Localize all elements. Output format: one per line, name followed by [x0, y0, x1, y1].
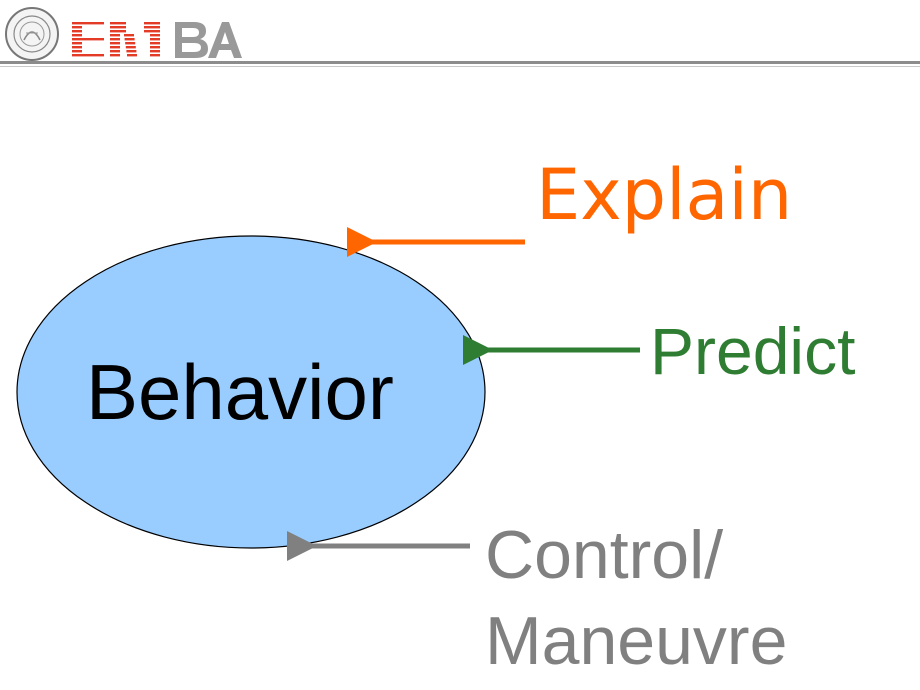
logo-m-stripe: [144, 30, 160, 33]
logo-m-stripe: [110, 30, 126, 33]
logo-m-stripe: [110, 50, 120, 53]
logo-m-stripe: [150, 42, 160, 45]
behavior-ellipse: [16, 235, 486, 549]
logo-e-stripe: [72, 50, 82, 53]
logo-m-stripe: [124, 34, 134, 37]
logo-m-stripe: [144, 26, 160, 29]
logo-e-stripe: [72, 42, 82, 45]
logo-e-stripe: [72, 30, 82, 33]
behavior-label: Behavior: [86, 348, 394, 436]
logo-m-stripe: [110, 26, 126, 29]
logo-m-stripe: [110, 42, 120, 45]
header: [0, 0, 920, 67]
control-label: Control/ Maneuvre: [485, 512, 787, 685]
emba-logo: [72, 22, 242, 58]
control-label-line1: Control/: [485, 517, 724, 593]
logo-m-stripe: [150, 46, 160, 49]
header-rule: [0, 61, 920, 64]
logo-m-stripe: [150, 38, 160, 41]
logo-e-stripe: [72, 22, 104, 25]
logo-m-stripe: [125, 46, 136, 49]
logo-e-stripe: [72, 34, 82, 37]
predict-label: Predict: [650, 314, 856, 388]
logo-m-stripe: [110, 34, 120, 37]
logo-m-stripe: [110, 22, 126, 25]
logo-m-stripe: [125, 42, 136, 45]
logo-m-stripe: [150, 34, 160, 37]
logo-m-stripe: [110, 46, 120, 49]
logo-m-stripe: [144, 22, 160, 25]
logo-m-stripe: [110, 54, 120, 57]
logo-m-stripe: [150, 54, 160, 57]
explain-label: Explain: [536, 154, 793, 236]
control-label-line2: Maneuvre: [485, 603, 788, 680]
university-seal-icon: [5, 7, 59, 61]
logo-e-stripe: [72, 38, 104, 41]
logo-e-stripe: [72, 26, 82, 29]
logo-m-stripe: [126, 50, 137, 53]
logo-m-stripe: [110, 38, 120, 41]
logo-m-stripe: [124, 38, 135, 41]
logo-m-stripe: [150, 50, 160, 53]
logo-e-stripe: [72, 54, 104, 57]
header-rule-thin: [0, 66, 920, 67]
logo-m-stripe: [127, 54, 137, 57]
logo-e-stripe: [72, 46, 82, 49]
